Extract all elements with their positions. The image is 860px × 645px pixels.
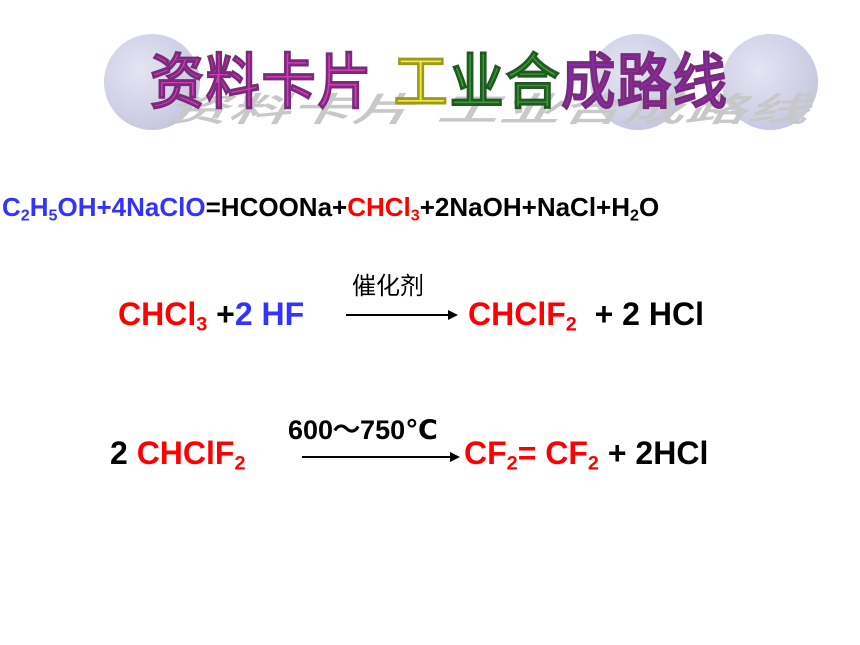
eq3-product-hcl: + 2HCl — [607, 435, 709, 471]
title-part-2: 工 — [393, 48, 450, 119]
eq3-chclf2: CHClF2 — [136, 435, 246, 475]
decor-circle-2 — [590, 34, 686, 130]
title-part-3: 业合 — [449, 48, 562, 119]
equation-3-products: CF2= CF2 + 2HCl — [464, 435, 709, 475]
eq1-reactants: C2H5OH+4NaClO — [2, 192, 206, 225]
eq1-rest: +2NaOH+NaCl+H2O — [419, 192, 660, 225]
eq2-product-chclf2: CHClF2 — [468, 296, 577, 336]
eq2-catalyst-label: 催化剂 — [352, 273, 424, 300]
eq3-reaction-arrow — [302, 452, 460, 462]
equation-2-reactants: CHCl3 +2 HF — [118, 296, 305, 336]
decor-circle-1 — [104, 34, 200, 130]
eq2-reaction-arrow — [346, 310, 458, 320]
eq3-product-cf2: CF2= CF2 — [464, 435, 599, 475]
title-part-1: 资料卡片 — [150, 48, 374, 119]
eq1-equals: =HCOONa+ — [205, 192, 348, 222]
slide-title: 资料卡片 工业合成路线 资料卡片 工业合成路线 — [150, 28, 827, 148]
decor-circle-3 — [722, 34, 818, 130]
eq3-condition-label: 600～750℃ — [288, 415, 438, 445]
equation-3-reactants: 2 CHClF2 — [110, 435, 246, 475]
eq1-chloroform: CHCl3 — [347, 192, 420, 225]
title-text: 资料卡片 工业合成路线 — [150, 34, 729, 121]
title-part-4: 成路线 — [561, 48, 729, 119]
eq2-product-hcl: + 2 HCl — [594, 296, 704, 332]
equation-1: C2H5OH+4NaClO=HCOONa+CHCl3+2NaOH+NaCl+H2… — [2, 192, 660, 225]
eq2-hf: 2 HF — [234, 296, 305, 332]
eq2-chloroform: CHCl3 — [118, 296, 208, 336]
equation-2-products: CHClF2 + 2 HCl — [468, 296, 704, 336]
